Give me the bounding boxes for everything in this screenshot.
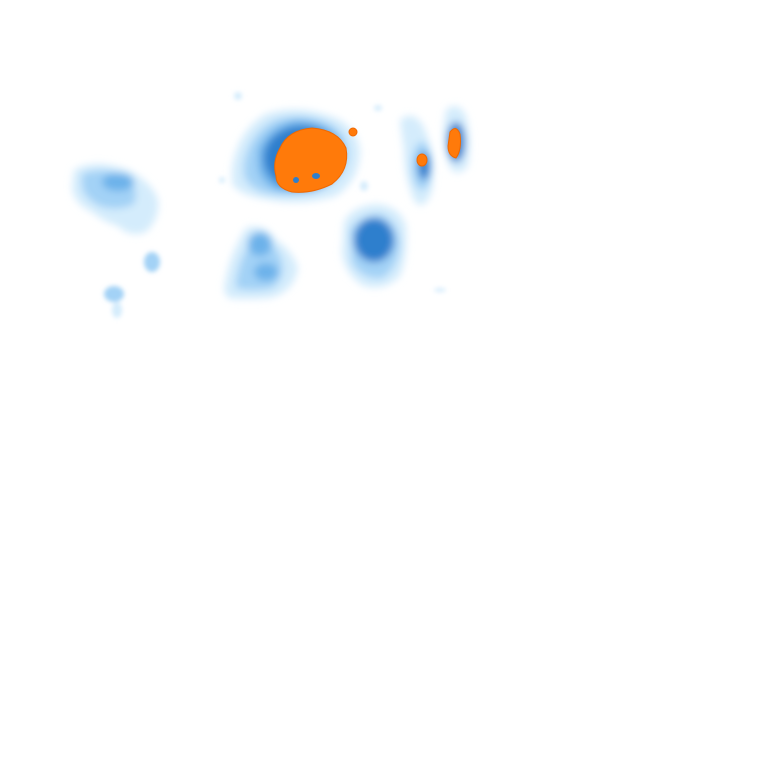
fragment (234, 92, 242, 100)
fragment (104, 286, 124, 302)
rain-fragments (219, 105, 446, 292)
fragment (144, 252, 160, 272)
storm-cell-east-core (416, 153, 428, 167)
storm-core-hole (312, 173, 320, 179)
rain-cell-center (342, 204, 407, 288)
storm-cell-east (400, 106, 470, 206)
fragment (112, 302, 122, 318)
rain-cell-southwest-dark2 (254, 263, 278, 281)
fragment (360, 181, 368, 191)
fragment (374, 105, 382, 111)
rain-cell-southwest (224, 226, 298, 299)
rain-cell-west (72, 164, 159, 234)
fragment (219, 177, 225, 183)
rain-cell-center-dark (354, 218, 394, 262)
fragment (434, 288, 446, 292)
storm-core-fragment (348, 127, 358, 137)
storm-core-hole (293, 177, 299, 183)
rain-cell-southwest-dark (248, 232, 272, 256)
storm-cell-main (232, 109, 360, 203)
rain-cell-west-dark (102, 173, 134, 191)
rain-cell-west-fragments (104, 92, 242, 318)
storm-cell-east2-core (447, 128, 461, 159)
storm-cell-main-core (274, 127, 348, 193)
